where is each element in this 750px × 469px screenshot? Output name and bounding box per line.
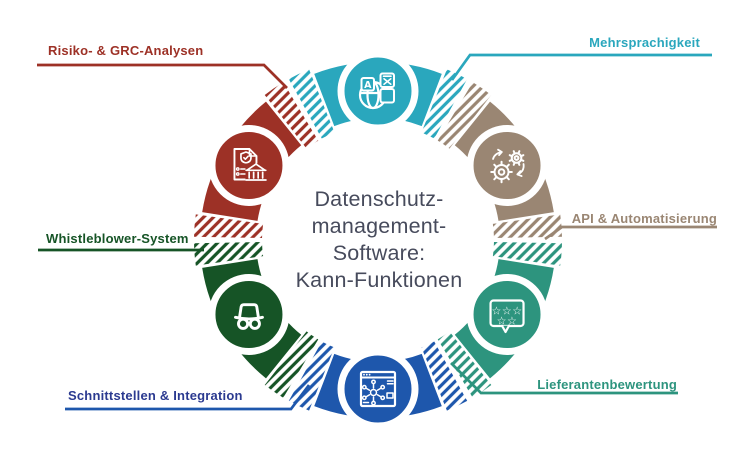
segment-hatch-end-api-automatisierung <box>492 214 562 238</box>
svg-text:☆☆☆: ☆☆☆ <box>491 305 522 318</box>
segment-hatch-end-schnittstellen-integration <box>288 341 335 411</box>
title-line-1: Datenschutz- <box>314 187 444 211</box>
svg-text:☆☆: ☆☆ <box>497 315 518 328</box>
label-api-automatisierung: API & Automatisierung <box>571 211 717 226</box>
svg-text:A: A <box>364 80 372 91</box>
gears-automation-icon <box>490 148 525 184</box>
connector-line-lieferantenbewertung <box>450 362 678 395</box>
segment-hatch-start-schnittstellen-integration <box>421 341 468 411</box>
translation-icon: A <box>358 72 395 110</box>
icon-badge-lieferantenbewertung <box>466 274 548 355</box>
diagram-title: Datenschutz- management- Software: Kann-… <box>229 186 529 294</box>
connector-line-risiko-grc-analysen <box>37 63 288 89</box>
segment-hatch-start-api-automatisierung <box>437 82 492 149</box>
segment-hatch-end-risiko-grc-analysen <box>264 82 319 149</box>
title-line-2: management- <box>311 214 447 238</box>
label-schnittstellen-integration: Schnittstellen & Integration <box>68 388 243 403</box>
segment-hatch-start-mehrsprachigkeit <box>288 69 335 139</box>
label-lieferantenbewertung: Lieferantenbewertung <box>537 377 677 392</box>
network-window-icon <box>359 370 397 408</box>
icon-badge-whistleblower-system <box>208 274 290 355</box>
segment-hatch-start-whistleblower-system <box>264 331 319 398</box>
title-line-4: Kann-Funktionen <box>295 268 463 292</box>
segment-hatch-end-whistleblower-system <box>194 242 264 266</box>
label-mehrsprachigkeit: Mehrsprachigkeit <box>589 35 700 50</box>
segment-hatch-start-lieferantenbewertung <box>492 242 562 266</box>
label-whistleblower-system: Whistleblower-System <box>46 231 189 246</box>
review-stars-icon: ☆☆☆☆☆ <box>489 299 525 334</box>
segment-hatch-end-lieferantenbewertung <box>437 331 492 398</box>
incognito-icon <box>234 303 264 330</box>
grc-document-icon <box>233 148 267 182</box>
segment-hatch-end-mehrsprachigkeit <box>421 69 468 139</box>
connector-line-schnittstellen-integration <box>65 384 311 411</box>
connector-line-mehrsprachigkeit <box>450 53 712 81</box>
icon-badge-schnittstellen-integration <box>337 348 419 430</box>
connector-line-api-automatisierung <box>544 225 717 241</box>
segment-hatch-start-risiko-grc-analysen <box>194 214 264 238</box>
title-line-3: Software: <box>332 241 426 265</box>
label-risiko-grc-analysen: Risiko- & GRC-Analysen <box>48 43 204 58</box>
